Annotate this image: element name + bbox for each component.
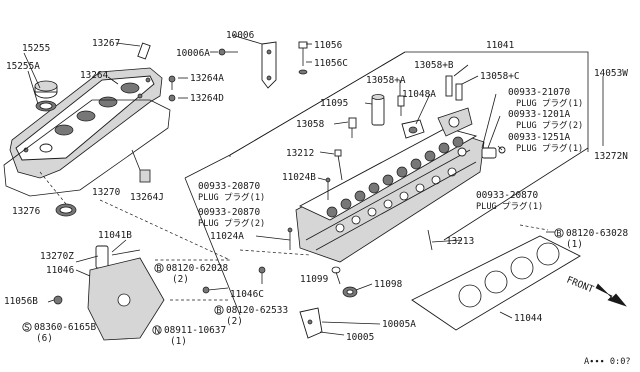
callout-b-letter-2: B — [156, 264, 162, 273]
label-00933-1201a: 00933-1201A — [508, 109, 570, 120]
head-gasket — [411, 235, 581, 331]
label-00933-1251a: 00933-1251A — [508, 132, 570, 143]
label-00933-21070: 00933-21070 — [508, 87, 570, 98]
label-08911-10637: 08911-10637 — [164, 325, 226, 336]
leaders — [23, 34, 604, 336]
label-13058c: 13058+C — [480, 71, 520, 82]
label-11098: 11098 — [374, 279, 403, 290]
callout-s-icon — [22, 322, 32, 332]
label-10005: 10005 — [346, 332, 374, 343]
label-08120-62028: 08120-62028 — [166, 263, 228, 274]
camshaft-bracket-b — [437, 75, 473, 137]
spark-plug-seal — [55, 203, 77, 217]
oil-filler-cap — [34, 80, 58, 112]
label-11048a: 11048A — [402, 89, 436, 100]
label-11056c: 11056C — [314, 58, 348, 69]
label-13264j: 13264J — [130, 192, 164, 203]
label-11095: 11095 — [320, 98, 348, 109]
callout-b-letter: B — [556, 229, 562, 238]
cylinder-head-frame — [184, 51, 589, 316]
label-13213: 13213 — [446, 236, 474, 247]
label-13058: 13058 — [296, 119, 325, 130]
camshaft-bracket-a — [401, 119, 425, 139]
label-13276: 13276 — [12, 206, 41, 217]
label-08360-6165b: 08360-6165B — [34, 322, 96, 333]
callout-b-letter-3: B — [216, 306, 222, 315]
label-13058a: 13058+A — [366, 75, 406, 86]
label-11024b: 11024B — [282, 172, 316, 183]
label-15255: 15255 — [22, 43, 50, 54]
head-bolt — [298, 41, 308, 75]
label-11056: 11056 — [314, 40, 343, 51]
label-plug-2a: PLUG プラグ(2) — [516, 119, 583, 131]
lash-adjuster — [371, 94, 385, 126]
label-11044: 11044 — [514, 313, 543, 324]
label-13270: 13270 — [92, 187, 121, 198]
pcv-tube — [137, 42, 151, 60]
callout-b-icon-3 — [214, 305, 224, 315]
label-13272n: 13272N — [594, 151, 628, 162]
label-08120-63028: 08120-63028 — [566, 228, 628, 239]
label-00933-20870-b: 00933-20870 — [198, 207, 260, 218]
camshaft-sprocket-bolts — [348, 95, 405, 138]
label-13267: 13267 — [92, 38, 120, 49]
label-11099: 11099 — [300, 274, 329, 285]
label-plug-1b: PLUG プラグ(1) — [516, 142, 583, 154]
callout-n-icon — [152, 325, 162, 335]
callout-n-letter: N — [154, 326, 160, 335]
seal-11098 — [342, 286, 358, 298]
label-13264a: 13264A — [190, 73, 224, 84]
label-00933-20870-c: 00933-20870 — [476, 190, 538, 201]
qty-08120-62028: (2) — [172, 274, 189, 285]
label-00933-20870-a: 00933-20870 — [198, 181, 260, 192]
diagram-code: A∙∙∙ 0:0? — [584, 357, 631, 367]
label-11046: 11046 — [46, 265, 75, 276]
label-10006: 10006 — [226, 30, 255, 41]
label-plug-1a: PLUG プラグ(1) — [516, 97, 583, 109]
engine-hanger-bracket — [218, 41, 277, 89]
qty-08120-62533: (2) — [226, 316, 243, 327]
qty-08120-63028: (1) — [566, 239, 583, 250]
callout-b-icon-2 — [154, 263, 164, 273]
label-08120-62533: 08120-62533 — [226, 305, 288, 316]
label-front: FRONT — [565, 275, 596, 296]
label-11041: 11041 — [486, 40, 515, 51]
label-11046c: 11046C — [230, 289, 264, 300]
label-15255a: 15255A — [6, 61, 40, 72]
valve-cover — [9, 67, 163, 179]
leader-lines — [39, 171, 549, 301]
label-11056b: 11056B — [4, 296, 38, 307]
label-13058b: 13058+B — [414, 60, 454, 71]
studs-11024 — [287, 177, 331, 250]
water-outlet — [53, 245, 266, 341]
label-11024a: 11024A — [210, 231, 244, 242]
label-10006a: 10006A — [176, 48, 210, 59]
label-13270z: 13270Z — [40, 251, 74, 262]
callout-s-letter: S — [24, 323, 29, 332]
grommet-13264j — [139, 169, 151, 183]
cover-bolts — [168, 75, 176, 102]
label-13264: 13264 — [80, 70, 109, 81]
valve-cover-gasket — [3, 99, 171, 197]
label-10005a: 10005A — [382, 319, 416, 330]
label-13212: 13212 — [286, 148, 314, 159]
label-plug-1c: PLUG プラグ(1) — [198, 191, 265, 203]
label-14053w: 14053W — [594, 68, 628, 79]
label-plug-1d: PLUG プラグ(1) — [476, 200, 543, 212]
callout-b-icon — [554, 228, 564, 238]
cylinder-head — [295, 127, 485, 263]
qty-08911-10637: (1) — [170, 336, 187, 347]
pin-13213 — [427, 229, 433, 251]
front-arrow-icon — [595, 283, 627, 307]
label-13264d: 13264D — [190, 93, 224, 104]
label-11041b: 11041B — [98, 230, 132, 241]
stud-13212 — [334, 149, 343, 181]
label-plug-2b: PLUG プラグ(2) — [198, 217, 265, 229]
qty-08360-6165b: (6) — [36, 333, 53, 344]
